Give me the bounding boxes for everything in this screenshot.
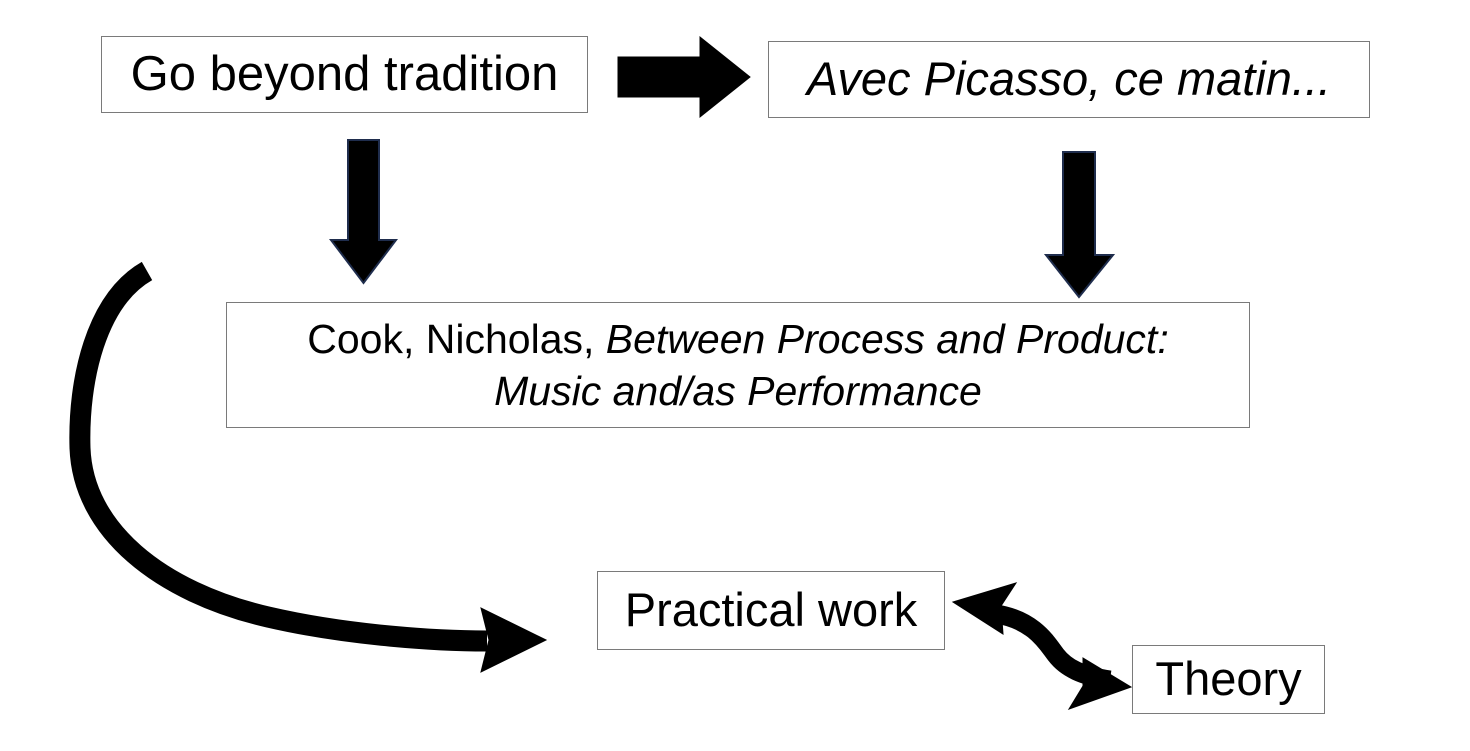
block-arrow-down-left-icon xyxy=(328,139,399,285)
node-practical-work-label: Practical work xyxy=(624,583,918,637)
node-theory[interactable]: Theory xyxy=(1132,645,1325,714)
cook-title-line-1: Between Process and Product: xyxy=(605,315,1169,362)
wavy-double-arrow-icon xyxy=(951,582,1133,710)
node-go-beyond-tradition[interactable]: Go beyond tradition xyxy=(101,36,588,113)
block-arrow-right-icon xyxy=(617,35,751,119)
cook-author: Cook, Nicholas, xyxy=(307,315,606,362)
node-practical-work[interactable]: Practical work xyxy=(597,571,945,650)
node-cook-citation[interactable]: Cook, Nicholas, Between Process and Prod… xyxy=(226,302,1250,428)
node-cook-citation-text: Cook, Nicholas, Between Process and Prod… xyxy=(297,313,1178,418)
node-avec-picasso[interactable]: Avec Picasso, ce matin... xyxy=(768,41,1370,118)
node-go-beyond-tradition-label: Go beyond tradition xyxy=(130,47,559,102)
node-avec-picasso-label: Avec Picasso, ce matin... xyxy=(806,52,1332,106)
cook-title-line-2: Music and/as Performance xyxy=(494,368,982,414)
block-arrow-down-right-icon xyxy=(1043,151,1116,299)
node-theory-label: Theory xyxy=(1155,652,1302,706)
